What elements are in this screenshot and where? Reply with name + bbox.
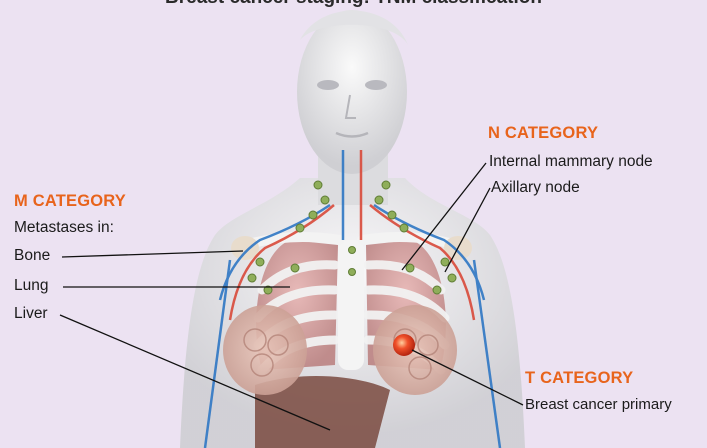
m-category-intro: Metastases in: [14,219,114,237]
left-breast [223,305,307,395]
label-axillary-node: Axillary node [491,179,580,197]
n-category-heading: N CATEGORY [488,124,598,143]
label-internal-mammary-node: Internal mammary node [489,153,653,171]
label-bone: Bone [14,247,50,265]
label-lung: Lung [14,277,48,295]
label-breast-cancer-primary: Breast cancer primary [525,396,672,413]
m-category-heading: M CATEGORY [14,192,126,211]
label-liver: Liver [14,305,48,323]
tumor [393,334,415,356]
head [297,10,407,174]
sternum [338,240,364,370]
diagram-title: Breast cancer staging: TNM classificatio… [0,0,707,9]
right-breast [373,305,457,395]
t-category-heading: T CATEGORY [525,369,633,388]
